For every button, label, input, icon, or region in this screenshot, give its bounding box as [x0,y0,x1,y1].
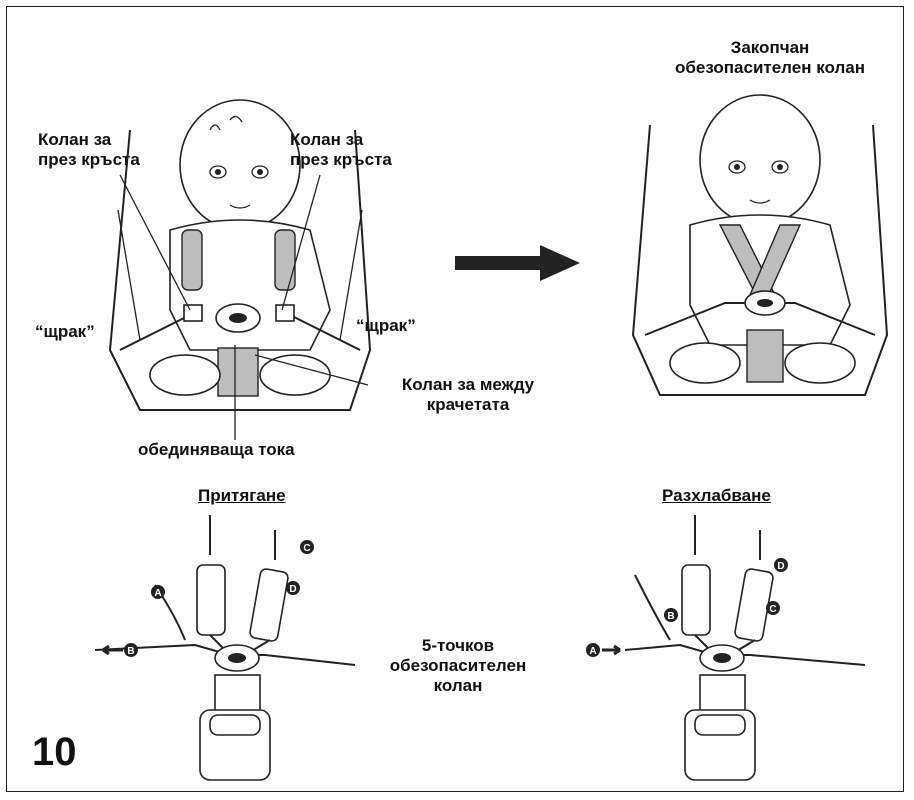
marker-a: A [151,585,165,599]
five-point-harness-label: 5-точков обезопасителен колан [383,636,533,696]
svg-text:A: A [154,588,161,599]
svg-text:A: A [589,646,596,657]
marker-a: A [586,643,600,657]
marker-b: B [124,643,138,657]
harness-diagram-tighten: A B C D [95,515,385,785]
marker-c: C [300,540,314,554]
marker-d: D [774,558,788,572]
svg-text:C: C [769,604,776,615]
harness-diagram-loosen: A B C D [585,515,885,785]
loosen-heading: Разхлабване [662,486,771,506]
buckled-harness-title: Закопчан обезопасителен колан [650,38,890,78]
marker-b: B [664,608,678,622]
svg-text:D: D [777,561,784,572]
right-arrow-icon [455,245,580,281]
svg-text:B: B [127,646,134,657]
baby-buckled-illustration [625,85,895,415]
marker-c: C [766,601,780,615]
svg-text:D: D [289,584,296,595]
page-number: 10 [32,730,77,775]
tighten-heading: Притягане [198,486,286,506]
svg-text:B: B [667,611,674,622]
marker-d: D [286,581,300,595]
svg-text:C: C [303,543,310,554]
